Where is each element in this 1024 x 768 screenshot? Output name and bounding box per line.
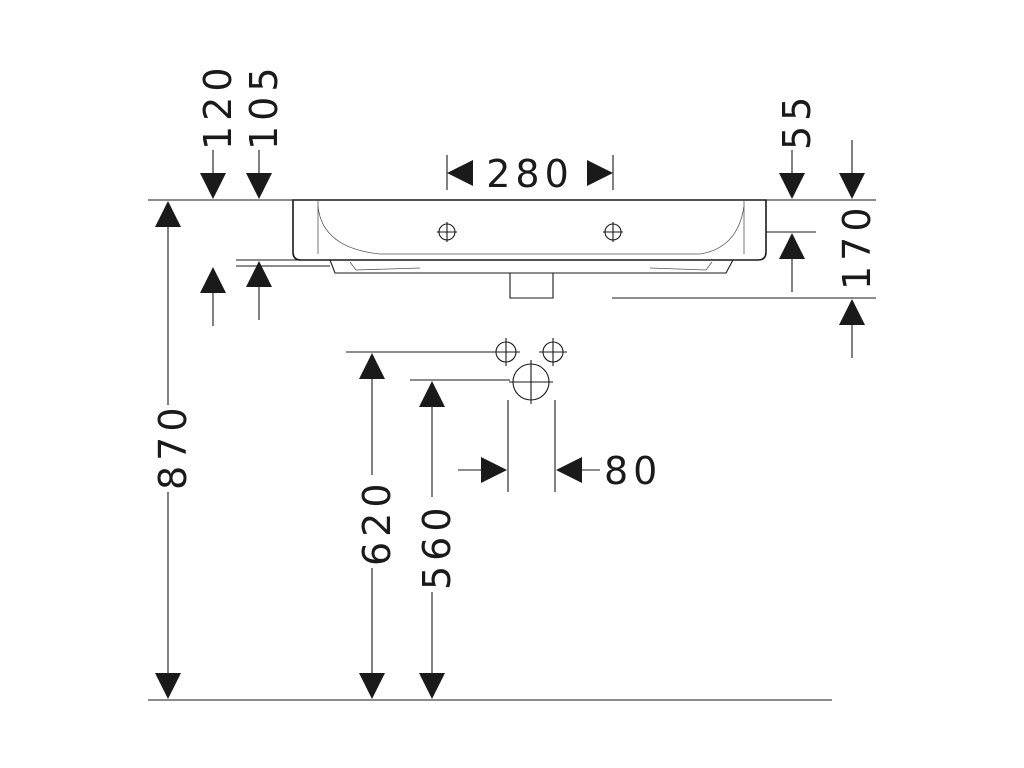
dimension-560: 560: [415, 381, 459, 699]
tap-hole-right-symbol: [603, 222, 623, 242]
dimension-80: 80: [458, 449, 662, 493]
dimension-80-label: 80: [604, 449, 662, 493]
basin-front-view: [292, 199, 767, 299]
wall-connections: [492, 338, 567, 404]
dimension-170: 170: [835, 140, 879, 358]
basin-inner-bowl: [317, 205, 745, 255]
dimension-620: 620: [355, 353, 399, 699]
tap-hole-left-symbol: [437, 222, 457, 242]
reference-lines: [148, 199, 876, 701]
dimension-560-label: 560: [415, 502, 459, 590]
basin-outline: [292, 199, 767, 261]
dimension-105: 105: [242, 62, 286, 320]
waste-outlet: [509, 273, 554, 299]
dimension-55: 55: [775, 92, 819, 292]
dimension-170-label: 170: [835, 202, 879, 290]
dimension-120: 120: [196, 62, 240, 326]
dimension-280: 280: [446, 152, 614, 196]
dimension-870: 870: [151, 201, 195, 699]
dimension-55-label: 55: [775, 92, 819, 150]
dimension-620-label: 620: [355, 478, 399, 566]
dimension-870-label: 870: [151, 402, 195, 490]
connection-left-icon: [492, 338, 520, 366]
dimension-120-label: 120: [196, 62, 240, 150]
connection-right-icon: [539, 338, 567, 366]
basin-underside-inner: [349, 261, 713, 271]
dimension-105-label: 105: [242, 62, 286, 150]
dimension-280-label: 280: [486, 152, 574, 196]
basin-underside: [329, 259, 734, 274]
waste-connection-icon: [509, 360, 553, 404]
